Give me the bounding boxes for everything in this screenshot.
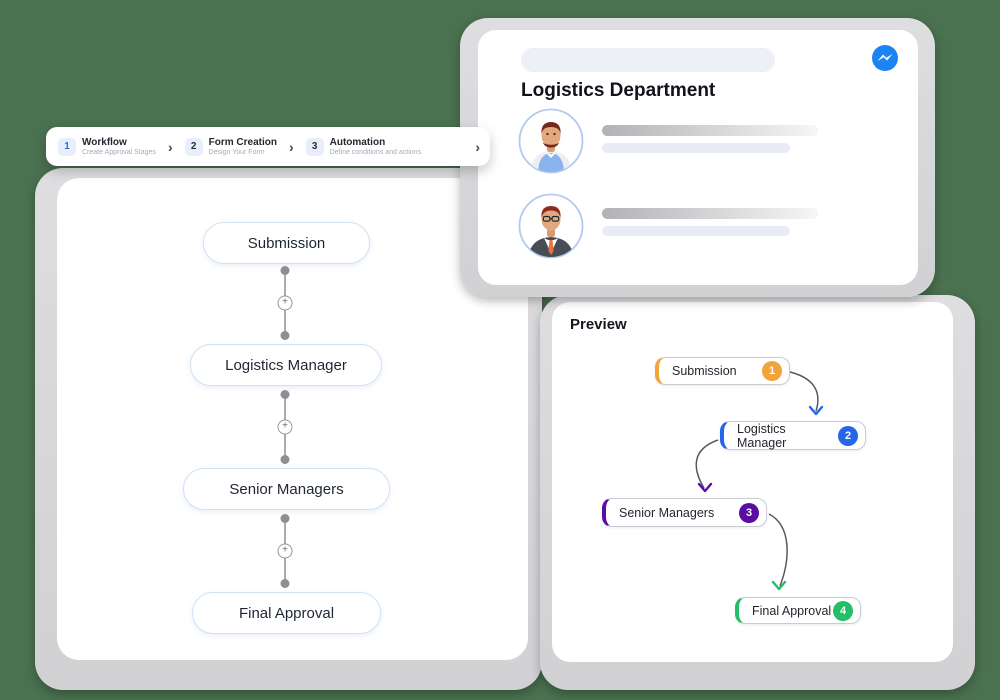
connector-dot (280, 390, 290, 399)
step-number: 2 (184, 137, 203, 156)
preview-node-label: Logistics Manager (737, 421, 787, 450)
step-title: Automation (329, 136, 386, 148)
step-number-badge: 2 (838, 425, 858, 446)
member-text-placeholder (602, 226, 790, 236)
step-number: 1 (58, 137, 76, 156)
preview-card: Preview Submission 1 Logistics Manager 2… (552, 302, 953, 662)
stepper-bar: 1 Workflow Create Approval Stages › 2 Fo… (46, 127, 490, 166)
department-title: Logistics Department (521, 80, 716, 101)
preview-node-final-approval[interactable]: Final Approval 4 (735, 597, 861, 624)
preview-title: Preview (570, 316, 627, 333)
stepper-step-form-creation[interactable]: 2 Form Creation Design Your Form (184, 136, 277, 157)
preview-node-submission[interactable]: Submission 1 (655, 357, 790, 385)
preview-node-senior-managers[interactable]: Senior Managers 3 (602, 498, 767, 527)
avatar-member-1 (518, 108, 584, 174)
stage-node-senior-managers[interactable]: Senior Managers (183, 468, 390, 510)
workflow-builder-frame: Submission + Logistics Manager + Senior … (35, 168, 542, 690)
add-stage-button[interactable]: + (277, 543, 293, 559)
stage-connector: + (277, 266, 293, 340)
department-card-frame: Logistics Department (460, 18, 935, 297)
preview-node-label: Senior Managers (619, 505, 715, 520)
department-card: Logistics Department (478, 30, 918, 285)
arrowhead-to-step2 (808, 405, 824, 416)
connector-dot (280, 579, 290, 588)
chevron-right-icon: › (475, 138, 480, 155)
member-text-placeholder (602, 125, 818, 136)
connector-dot (280, 514, 290, 523)
add-stage-button[interactable]: + (277, 295, 293, 311)
stage-connector: + (277, 514, 293, 588)
stage-node-logistics-manager[interactable]: Logistics Manager (190, 344, 382, 386)
stage-node-submission[interactable]: Submission (203, 222, 370, 264)
preview-frame: Preview Submission 1 Logistics Manager 2… (540, 295, 975, 690)
chevron-right-icon: › (288, 138, 294, 155)
arrowhead-to-step4 (771, 580, 787, 591)
preview-node-label: Submission (672, 364, 737, 378)
connector-dot (280, 455, 290, 464)
stage-connector: + (277, 390, 293, 464)
member-text-placeholder (602, 208, 818, 219)
stepper-step-automation[interactable]: 3 Automation Define conditions and actio… (305, 136, 422, 157)
step-subtitle: Design Your Form (208, 148, 265, 156)
step-number-badge: 1 (762, 361, 782, 381)
step-subtitle: Define conditions and actions (329, 148, 422, 156)
preview-node-label: Final Approval (752, 603, 832, 618)
messenger-icon[interactable] (872, 45, 898, 71)
stage-node-final-approval[interactable]: Final Approval (192, 592, 381, 634)
avatar-member-2 (518, 193, 584, 259)
chevron-right-icon: › (167, 138, 173, 155)
placeholder-bar (521, 48, 775, 72)
step-number-badge: 4 (833, 600, 853, 621)
step-subtitle: Create Approval Stages (82, 148, 156, 156)
preview-node-logistics-manager[interactable]: Logistics Manager 2 (720, 421, 866, 450)
step-number: 3 (305, 137, 324, 156)
add-stage-button[interactable]: + (277, 419, 293, 435)
stepper-step-workflow[interactable]: 1 Workflow Create Approval Stages (58, 137, 156, 157)
step-title: Form Creation (208, 136, 277, 148)
step-title: Workflow (82, 136, 127, 148)
step-number-badge: 3 (739, 502, 759, 523)
arrowhead-to-step3 (697, 482, 713, 493)
connector-dot (280, 266, 290, 275)
member-text-placeholder (602, 143, 790, 153)
connector-dot (280, 331, 290, 340)
workflow-builder-card: Submission + Logistics Manager + Senior … (57, 178, 528, 660)
